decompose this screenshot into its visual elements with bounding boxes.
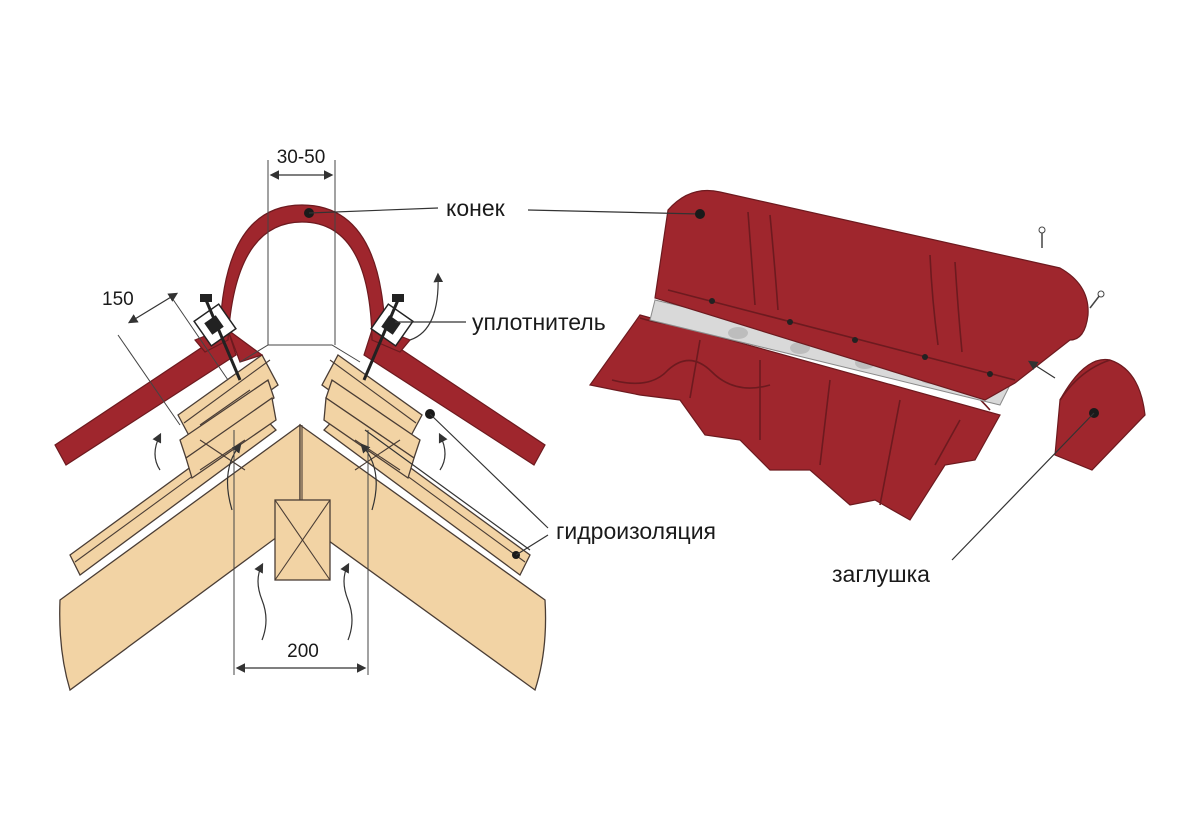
- assembly-arrow: [1027, 360, 1056, 379]
- label-waterproofing: гидроизоляция: [556, 518, 716, 544]
- screw-icons: [1038, 226, 1105, 309]
- dimension-ridge-gap-label: 30-50: [277, 147, 326, 168]
- label-sealant: уплотнитель: [472, 309, 606, 335]
- dimension-vent-gap-label: 200: [287, 641, 319, 662]
- batten-left: [177, 354, 279, 480]
- rafter-right: [299, 414, 547, 692]
- ridge-cap-3d: [654, 189, 1089, 401]
- roof-sheet-right: [363, 329, 546, 466]
- cross-section: 30-50 150 200: [54, 147, 547, 692]
- label-ridge: конек: [446, 195, 506, 221]
- label-end-cap: заглушка: [832, 561, 930, 587]
- screw-right: [362, 294, 404, 381]
- ridge-cap: [194, 204, 411, 353]
- rafter-left: [59, 414, 301, 692]
- dimension-vent-gap: 200: [233, 430, 369, 675]
- screw-left: [200, 294, 242, 381]
- waterproofing-membrane: [364, 429, 531, 551]
- dimension-overlap: 150: [102, 289, 229, 426]
- batten-right: [321, 354, 423, 480]
- dimension-ridge-gap: 30-50: [267, 147, 336, 345]
- end-cap: [1054, 358, 1146, 471]
- callouts: конек уплотнитель гидроизоляция заглушка: [304, 195, 1099, 587]
- ridge-3d-view: [588, 189, 1146, 521]
- ridge-beam: [274, 425, 331, 581]
- airflow-arrows: [152, 272, 448, 641]
- dimension-overlap-label: 150: [102, 289, 134, 310]
- ridge-board: [239, 344, 361, 363]
